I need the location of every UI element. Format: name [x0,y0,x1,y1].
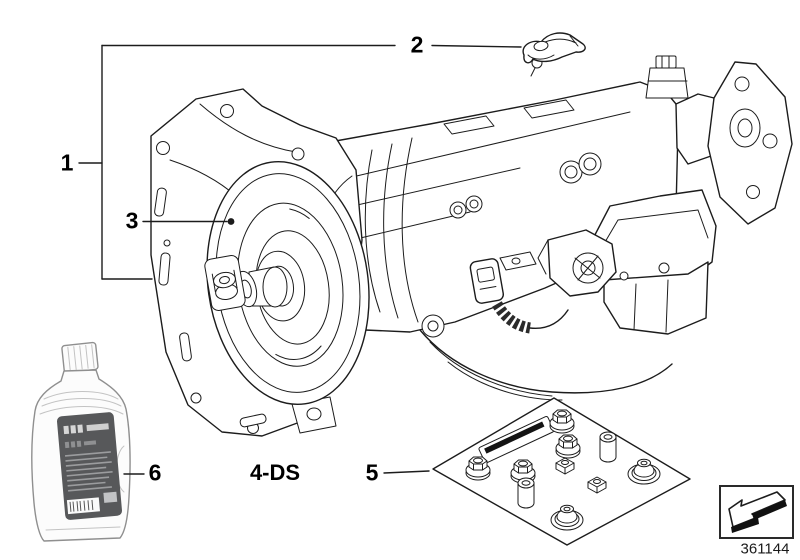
mounting-bracket-part [522,32,586,64]
torque-converter [204,160,370,406]
diagram-number: 361144 [740,540,790,558]
callout-2[interactable]: 2 [410,31,424,58]
arrow-down-left-icon [728,491,787,533]
back-arrow-box[interactable] [719,485,794,539]
callout-6[interactable]: 6 [148,459,162,486]
output-flange [707,61,793,225]
oil-pan [419,189,717,401]
callout-5[interactable]: 5 [365,459,379,486]
gearbox-case [329,55,793,333]
fastener-kit [432,397,691,546]
shift-linkage [537,229,617,297]
converter-nut [204,255,246,311]
variant-label: 4-DS [249,460,301,485]
callout-3[interactable]: 3 [125,207,139,234]
oil-bottle [31,341,131,542]
breather-plug [645,55,689,99]
callout-lines [78,44,522,475]
wiring-connector [469,251,569,334]
oil-bottle-label [56,412,123,520]
callout-1[interactable]: 1 [60,149,74,176]
